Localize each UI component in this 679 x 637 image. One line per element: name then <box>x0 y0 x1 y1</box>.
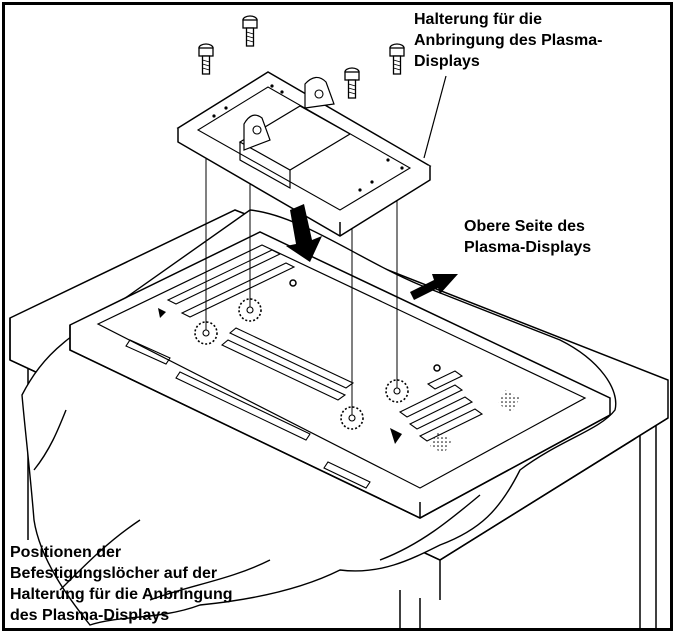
arrow-right-icon <box>410 274 458 300</box>
bracket-label: Halterung für die Anbringung des Plasma-… <box>414 11 603 70</box>
plasma-display <box>69 231 611 519</box>
bracket-leader-line <box>423 75 447 159</box>
screw-icon <box>198 15 405 99</box>
hole-position-markers <box>194 298 409 430</box>
guide-lines <box>205 110 398 415</box>
hole-positions-label: Positionen der Befestigungslöcher auf de… <box>10 544 233 624</box>
arrow-down-icon <box>286 204 322 262</box>
top-side-label: Obere Seite des Plasma-Displays <box>464 218 592 256</box>
mounting-bracket <box>176 71 432 237</box>
